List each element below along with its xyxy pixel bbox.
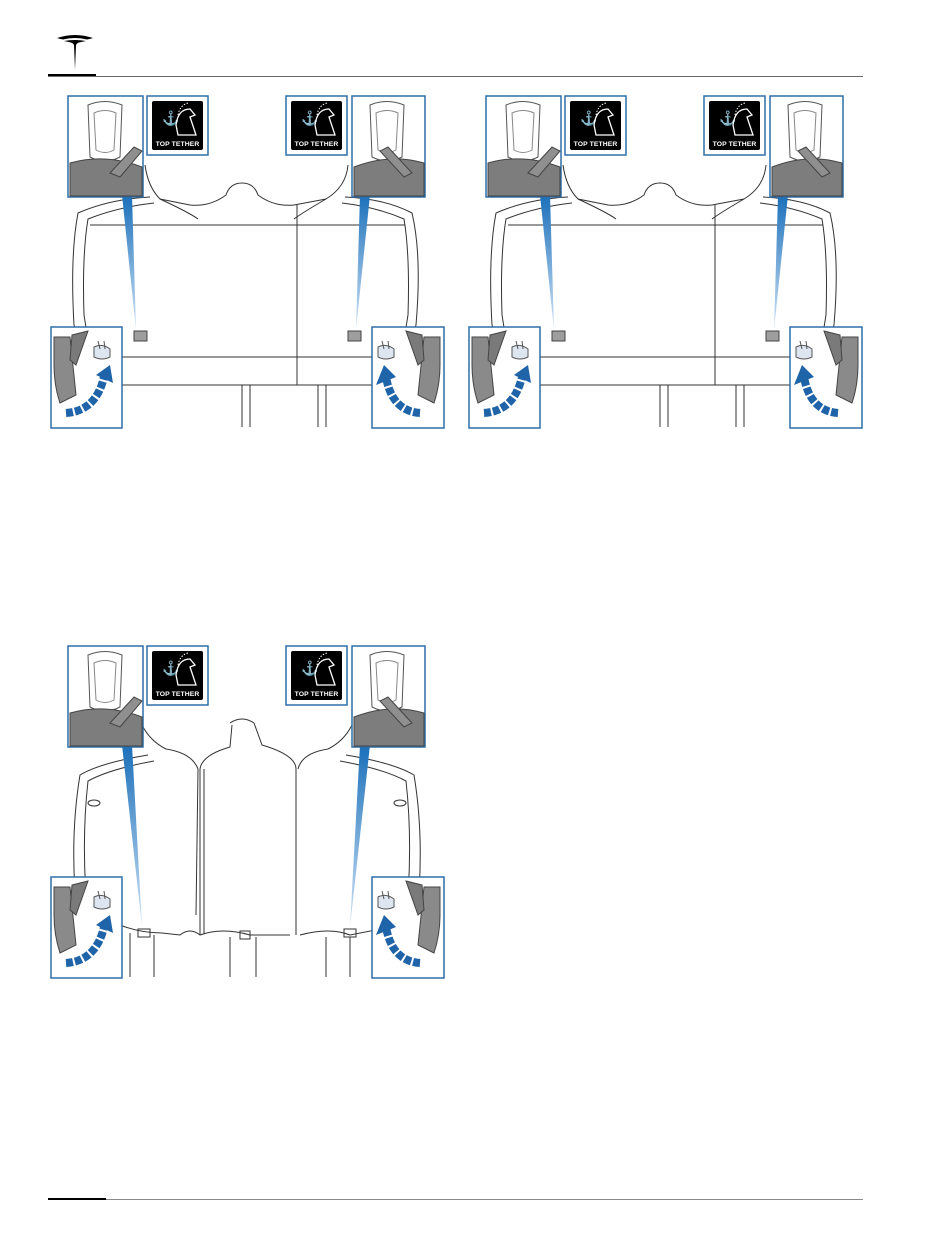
tether-hook-callout (372, 877, 444, 978)
header-divider (48, 76, 863, 77)
svg-text:TOP TETHER: TOP TETHER (713, 141, 757, 148)
footer-divider (48, 1199, 863, 1200)
svg-text:TOP TETHER: TOP TETHER (156, 691, 200, 698)
tesla-logo-icon (55, 33, 95, 71)
seat-diagram: ⚓ TOP TETHER ⚓ TOP TETHER (50, 95, 445, 430)
tether-hook-callout (51, 327, 122, 428)
top-tether-badge: ⚓ TOP TETHER (565, 96, 626, 155)
figure-three-seats: ⚓ TOP TETHER ⚓ TOP TETHER (50, 645, 445, 980)
svg-text:TOP TETHER: TOP TETHER (295, 141, 339, 148)
top-tether-badge: ⚓ TOP TETHER (286, 646, 347, 705)
svg-text:TOP TETHER: TOP TETHER (295, 691, 339, 698)
figure-seats-top-right: ⚓ TOP TETHER ⚓ TOP TETHER (468, 95, 863, 430)
figure-seats-top-left: ⚓ TOP TETHER ⚓ TOP TETHER (50, 95, 445, 430)
tether-hook-callout (790, 327, 862, 428)
top-tether-badge: ⚓ TOP TETHER (147, 96, 208, 155)
seat-diagram: ⚓ TOP TETHER ⚓ TOP TETHER (50, 645, 445, 980)
top-tether-badge: ⚓ TOP TETHER (704, 96, 765, 155)
tether-hook-callout (469, 327, 540, 428)
svg-text:TOP TETHER: TOP TETHER (574, 141, 618, 148)
header-divider-accent (48, 74, 96, 76)
tether-hook-callout (51, 877, 122, 978)
top-tether-badge: ⚓ TOP TETHER (147, 646, 208, 705)
tether-hook-callout (372, 327, 444, 428)
top-tether-badge: ⚓ TOP TETHER (286, 96, 347, 155)
footer-divider-accent (48, 1198, 106, 1200)
seat-diagram: ⚓ TOP TETHER ⚓ TOP TETHER (468, 95, 863, 430)
svg-text:TOP TETHER: TOP TETHER (156, 141, 200, 148)
